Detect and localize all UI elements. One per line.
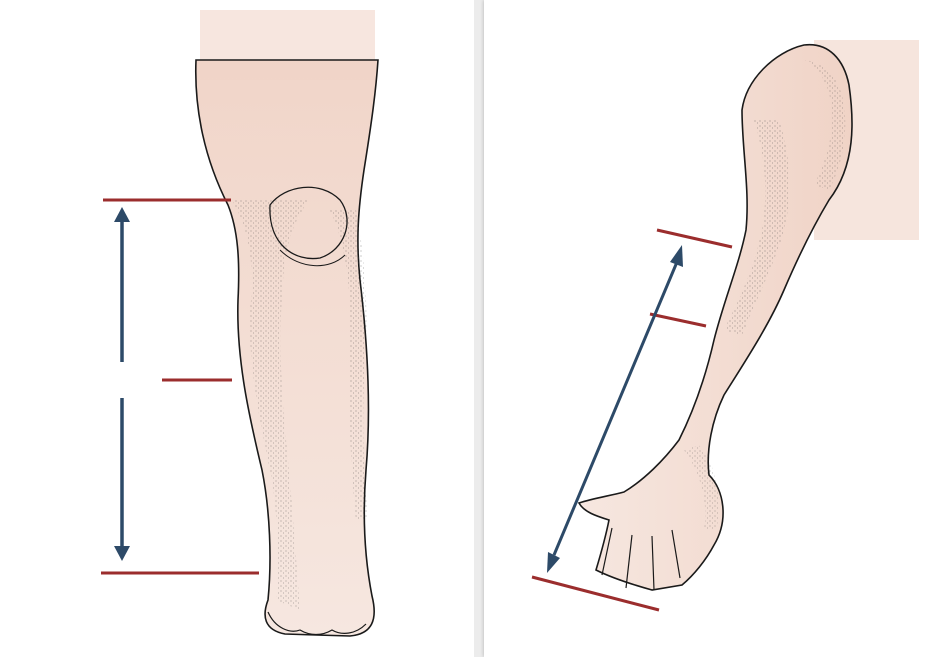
leg-diagram [0,0,474,657]
upper-leg-measure-arrow [114,207,130,362]
arm-illustration [579,40,919,590]
lower-leg-measure-arrow [114,398,130,561]
leg-panel [0,0,474,657]
panel-divider [474,0,484,657]
elbow-reference-line [657,230,732,247]
forearm-reference-line [650,314,706,326]
leg-illustration [196,10,378,636]
arm-panel [484,0,927,657]
arm-diagram [484,0,927,657]
